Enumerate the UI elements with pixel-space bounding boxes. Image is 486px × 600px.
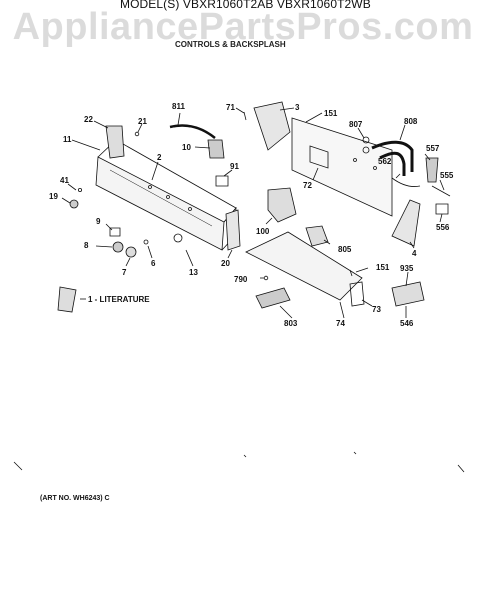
part-label: 8 [84,241,89,250]
part-label: 803 [284,319,298,328]
part-label: 790 [234,275,248,284]
part-label: 19 [49,192,58,201]
part-label: 100 [256,227,270,236]
part-label: 20 [221,259,230,268]
section-subtitle: CONTROLS & BACKSPLASH [175,40,286,49]
part-label: 151 [324,109,338,118]
part-label: 562 [378,157,392,166]
part-label: 41 [60,176,69,185]
part-label: 22 [84,115,93,124]
part-label: 555 [440,171,454,180]
part-labels: 811 71 3 151 807 808 22 21 11 10 2 557 5… [49,102,454,328]
part-label: 74 [336,319,345,328]
part-label: 2 [157,153,162,162]
part-label: 151 [376,263,390,272]
part-label: 9 [96,217,101,226]
part-label: 72 [303,181,312,190]
part-label: 3 [295,103,300,112]
part-label: 21 [138,117,147,126]
part-label: 807 [349,120,363,129]
part-label: 73 [372,305,381,314]
part-label: 71 [226,103,235,112]
part-label: 11 [63,135,72,144]
part-label: 546 [400,319,414,328]
part-label: 556 [436,223,450,232]
literature-icon [57,286,77,313]
part-label: 13 [189,268,198,277]
part-label: 7 [122,268,127,277]
part-label: 10 [182,143,191,152]
model-title: MODEL(S) VBXR1060T2AB VBXR1060T2WB [120,0,371,11]
watermark: AppliancePartsPros.com [12,6,474,48]
backsplash-part [291,117,393,217]
part-label: 91 [230,162,239,171]
part-label: 805 [338,245,352,254]
part-label: 935 [400,264,414,273]
literature-label: 1 - LITERATURE [88,295,150,304]
part-label: 557 [426,144,440,153]
part-label: 4 [412,249,417,258]
part-label: 811 [172,102,185,111]
part-label: 808 [404,117,418,126]
part-label: 6 [151,259,156,268]
art-number: (ART NO. WH6243) C [40,495,110,502]
